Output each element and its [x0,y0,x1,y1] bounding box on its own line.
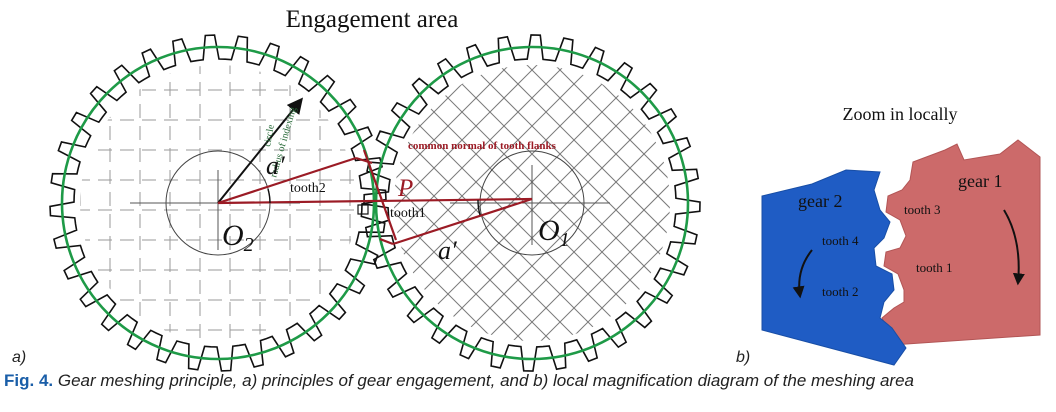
gear-1-shape [881,139,1041,346]
gear-1-label: gear 1 [958,171,1002,191]
panel-a: Engagement area radius of indexing circl… [49,6,701,372]
hatch-line [549,65,670,341]
radius-label-line-2: circle [262,123,277,147]
tooth1-label: tooth1 [390,206,426,221]
hatch-line [521,65,670,341]
tooth-3-label: tooth 3 [904,202,940,217]
gear-2-pitch-circle [60,45,376,361]
hatch-line [549,65,670,341]
hatch-line [394,65,627,341]
contact-marker [357,204,369,215]
pitch-point-label: P [397,175,413,202]
hatch-line [394,65,571,341]
hatch-line [465,65,670,341]
panel-b-label: b) [736,349,751,366]
tooth-4-label: tooth 4 [822,233,859,248]
gear-1-rotation-arrow [1003,209,1025,286]
hatch-line [493,65,670,341]
gear-1-pitch-circle [374,45,690,361]
panel-a-label: a) [12,349,27,366]
tooth-2-label: tooth 2 [822,284,858,299]
common-normal-label: common normal of tooth flanks [408,140,557,152]
hatch-line [394,65,543,341]
radius-arrow [217,97,304,204]
gear-2-label: gear 2 [798,191,842,211]
hatch-line [394,65,515,341]
figure-number: Fig. 4. [4,371,54,390]
zoom-title: Zoom in locally [843,104,958,124]
hatch-line [437,65,670,341]
gear-2-outline [49,34,387,372]
figure-caption: Fig. 4. Gear meshing principle, a) princ… [4,371,1054,391]
gear-2-center-label: O2 [222,219,254,256]
center-distance-lower: a′ [438,236,457,265]
gear-2-rotation-arrow [792,249,813,299]
angle-arc-tooth1 [477,199,481,216]
center-distance-upper: a′ [266,151,285,180]
center-lines [130,165,610,250]
hatch-line [521,65,670,341]
angle-arc-tooth2 [267,188,271,204]
hatch-line [577,65,670,341]
hatch-line [394,65,487,341]
hatch-line [394,65,543,341]
gear-1-center-label: O1 [538,214,570,251]
gear-1-outline [363,34,701,372]
engagement-area-title: Engagement area [286,6,459,33]
hatch-line [394,65,599,341]
tooth2-label: tooth2 [290,181,326,196]
panel-b: Zoom in locally gear 2 gear 1 tooth 3 to… [761,104,1041,366]
hatch-line [394,65,515,341]
gear-2-shape [761,169,907,366]
tooth-1-label: tooth 1 [916,260,952,275]
caption-text: Gear meshing principle, a) principles of… [57,371,915,390]
